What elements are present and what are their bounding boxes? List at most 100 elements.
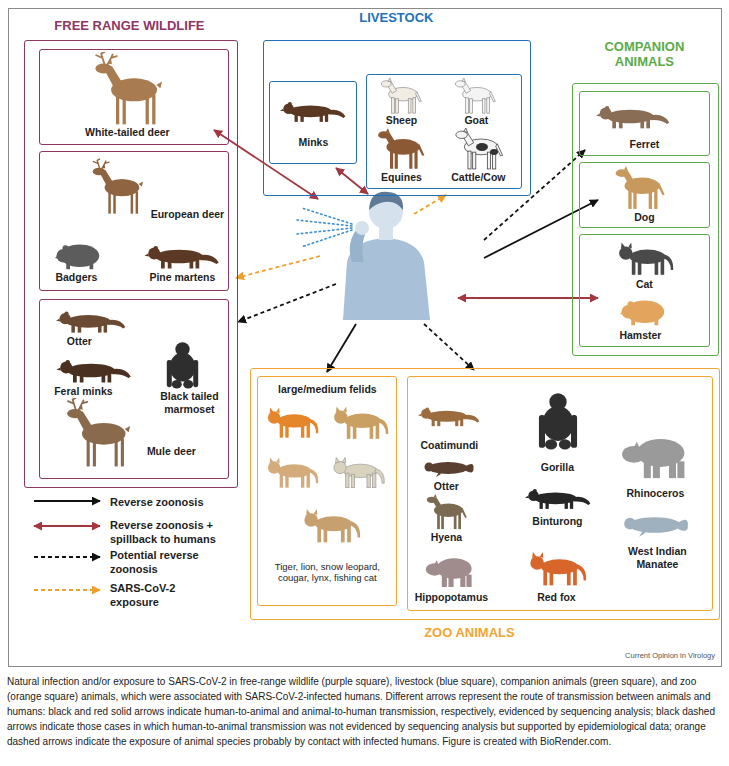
lion-figure	[334, 406, 388, 438]
group-title: FREE RANGE WILDLIFE	[24, 18, 234, 33]
animal-name: Equines	[371, 171, 431, 184]
legend-text: SARS-CoV-2 exposure	[110, 581, 220, 609]
label-slot: Tiger, lion, snow leopard, cougar, lynx,…	[260, 561, 394, 583]
zoonosis-arrow	[484, 200, 598, 258]
coati-figure	[418, 408, 479, 427]
fox-figure	[530, 552, 586, 585]
cow-patch	[476, 143, 488, 151]
animal-name: Ferret	[604, 138, 684, 151]
animal-name: Binturong	[520, 515, 594, 528]
label-slot: large/medium felids	[260, 383, 394, 396]
legend-arrow	[34, 556, 100, 558]
animal-group-box: Ferret	[579, 91, 710, 156]
exposure-arrow	[236, 256, 320, 278]
animal-name: White-tailed deer	[67, 126, 187, 139]
otter-figure	[425, 462, 474, 477]
goat-figure	[455, 78, 495, 113]
label-slot: Hippopotamus	[409, 591, 493, 604]
label-slot: Badgers	[41, 271, 111, 284]
legend-arrow	[34, 525, 100, 527]
animal-name: Cat	[614, 278, 674, 291]
lynx-figure	[304, 509, 360, 542]
animal-name: Feral minks	[43, 385, 123, 398]
label-slot: Black tailed marmoset	[152, 390, 226, 416]
animal-name: Hippopotamus	[409, 591, 493, 604]
legend-text: Potential reverse zoonosis	[110, 548, 220, 576]
potential-zoonosis-arrow	[484, 150, 585, 240]
cat-figure	[619, 242, 673, 274]
label-slot: White-tailed deer	[67, 126, 187, 139]
legend-text: Reverse zoonosis + spillback to humans	[110, 518, 220, 546]
exposure-arrow	[414, 195, 446, 214]
legend-arrow	[34, 589, 100, 591]
animal-name: Cattle/Cow	[443, 171, 513, 184]
animal-name: Hyena	[416, 531, 476, 544]
label-slot: Current Opinion in Virology	[560, 651, 715, 660]
potential-zoonosis-arrow	[238, 284, 336, 322]
legend-text: Reverse zoonosis	[110, 495, 220, 509]
source-note: Current Opinion in Virology	[560, 651, 715, 660]
animal-group-box: European deerBadgers Pine martens	[39, 151, 229, 291]
label-slot: COMPANION ANIMALS	[589, 39, 699, 69]
animal-name: Dog	[614, 211, 674, 224]
deer-figure	[95, 52, 162, 124]
animal-group-box: CatHamster	[579, 234, 710, 347]
label-slot: Ferret	[604, 138, 684, 151]
animal-group-box: Minks	[269, 81, 357, 164]
person-fist	[355, 221, 369, 235]
animal-name: Coatimundi	[407, 439, 491, 452]
label-slot: Rhinoceros	[615, 487, 695, 500]
tiger-figure	[268, 407, 318, 437]
species-list: Tiger, lion, snow leopard, cougar, lynx,…	[260, 561, 394, 583]
animal-name: Gorilla	[522, 461, 592, 474]
animal-name: Badgers	[41, 271, 111, 284]
label-slot: Hamster	[605, 329, 675, 342]
label-slot: Gorilla	[522, 461, 592, 474]
label-slot: Reverse zoonosis + spillback to humans	[110, 518, 220, 546]
label-slot: West Indian Manatee	[617, 545, 697, 571]
manatee-figure	[624, 517, 688, 537]
label-slot: SARS-CoV-2 exposure	[110, 581, 220, 609]
snow-leopard-figure	[334, 457, 384, 487]
legend-sample	[30, 584, 106, 596]
animal-name: Otter	[416, 480, 476, 493]
group-title: ZOO ANIMALS	[389, 625, 549, 640]
animal-name: European deer	[145, 208, 229, 221]
zoonosis-arrow	[327, 324, 356, 372]
animal-name: Rhinoceros	[615, 487, 695, 500]
group-title: LIVESTOCK	[336, 10, 456, 25]
marmoset-figure	[167, 342, 198, 388]
animal-name: Pine martens	[140, 271, 224, 284]
label-slot: Dog	[614, 211, 674, 224]
animal-name: West Indian Manatee	[617, 545, 697, 571]
sheep-figure	[381, 78, 421, 113]
legend-sample	[30, 551, 106, 563]
animal-group-box: CoatimundiOtterHyenaHippopotamus GorillaB…	[407, 376, 713, 611]
label-slot: Equines	[371, 171, 431, 184]
label-slot: Minks	[278, 136, 348, 149]
label-slot: Red fox	[521, 591, 591, 604]
hamster-figure	[620, 301, 664, 326]
label-slot: Cattle/Cow	[443, 171, 513, 184]
ferret-figure	[596, 106, 669, 128]
animal-name: Mule deer	[136, 445, 206, 458]
animal-name: Red fox	[521, 591, 591, 604]
potential-zoonosis-arrow	[424, 324, 474, 370]
marten-figure	[145, 246, 219, 269]
label-slot: Goat	[446, 114, 506, 127]
legend-sample	[30, 520, 106, 532]
group-title: COMPANION ANIMALS	[589, 39, 699, 69]
label-slot: Reverse zoonosis	[110, 495, 220, 509]
label-slot: FREE RANGE WILDLIFE	[24, 18, 234, 33]
label-slot: European deer	[145, 208, 229, 221]
spillback-arrow	[336, 168, 368, 194]
label-slot: Mule deer	[136, 445, 206, 458]
hyena-figure	[427, 494, 467, 529]
figure-caption: Natural infection and/or exposure to SAR…	[7, 674, 723, 749]
horse-figure	[378, 128, 424, 169]
cow-figure	[456, 128, 503, 169]
animal-name: Minks	[278, 136, 348, 149]
spillback-arrow	[458, 297, 598, 299]
